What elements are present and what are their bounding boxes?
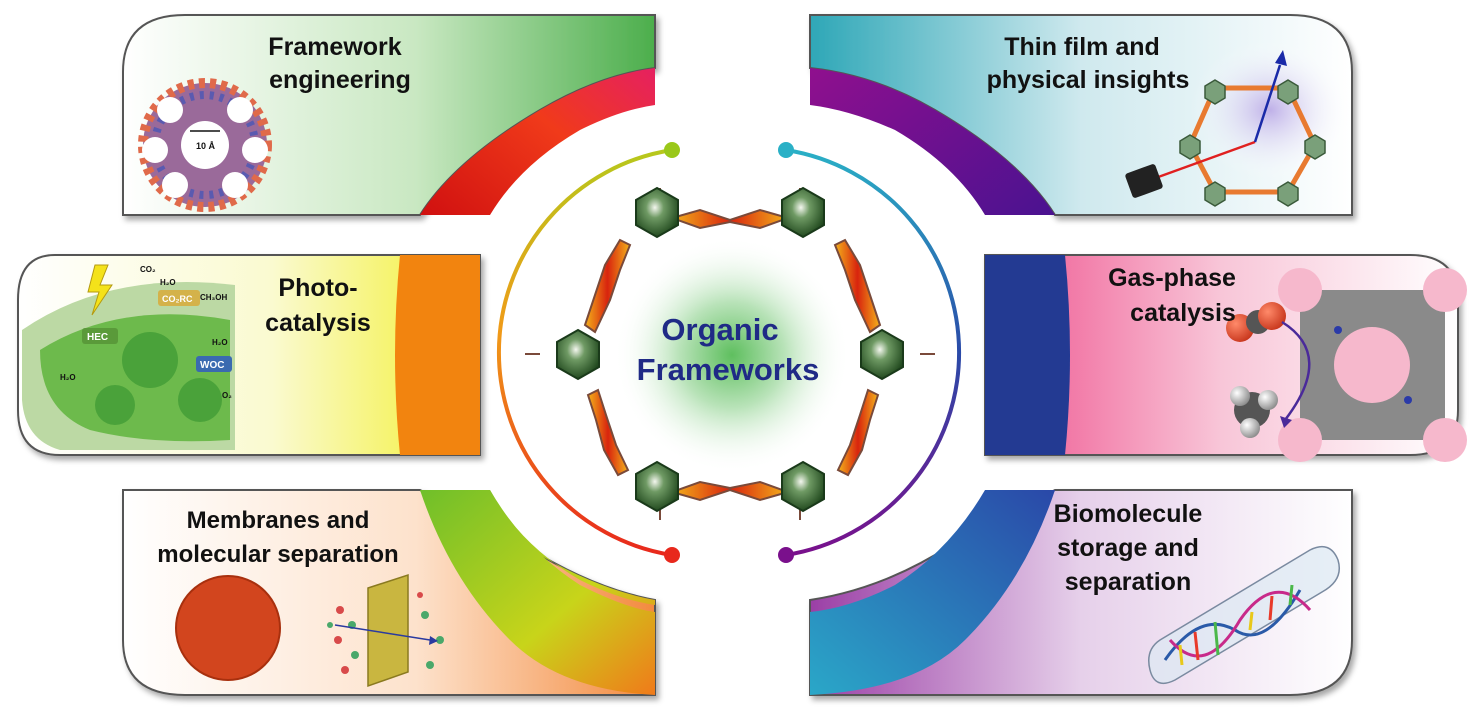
center-hub: Organic Frameworks [497,142,961,563]
o2-label: O₂ [222,391,232,400]
h2o-label-left: H₂O [60,373,76,382]
panel-title-line2: molecular separation [157,541,398,568]
panel-photocatalysis: HEC WOC CO₂RC CO₂ H₂O CH₃OH H₂O H₂O O₂ P… [17,254,481,456]
ch3oh-label: CH₃OH [200,293,227,302]
membrane-disc [175,575,281,681]
panel-title-line2: engineering [269,66,411,94]
center-title-line2: Frameworks [637,352,820,387]
ring-arc-right [785,148,961,557]
panel-title-line2: storage and [1057,534,1199,562]
pore-size-label: 10 Å [196,141,216,151]
membrane-separation-illustration [327,573,444,688]
panel-arc [810,490,1055,695]
panel-title-line1: Gas-phase [1108,264,1236,292]
panel-title-line1: Photo- [278,274,357,302]
ring-dot-bottom-right [778,547,794,563]
h2o-label-right: H₂O [212,338,228,347]
ring-dot-top-left [664,142,680,158]
panel-title-line1: Thin film and [1004,33,1160,61]
hec-label: HEC [87,332,108,343]
node-hexagon [781,186,825,239]
panel-title-line2: catalysis [1130,299,1236,327]
panel-title-line1: Framework [268,33,401,61]
photocatalysis-leaf-illustration: HEC WOC CO₂RC CO₂ H₂O CH₃OH H₂O H₂O O₂ [22,264,235,450]
node-hexagon [556,328,600,381]
ring-dot-top-right [778,142,794,158]
h2o-label-top: H₂O [160,278,176,287]
panel-thin-film: Thin film and physical insights [809,14,1353,216]
center-title-line1: Organic [661,312,778,347]
panel-framework-engineering: 10 Å Framework engineering [122,14,656,216]
thin-film-ring-illustration [1125,50,1326,207]
panel-arc [395,255,480,455]
mof-pore-illustration: 10 Å [138,78,272,212]
panel-arc [985,255,1070,455]
panel-title-line3: separation [1065,568,1191,596]
gas-phase-illustration [1226,268,1467,462]
panel-title-line1: Biomolecule [1054,500,1203,528]
panel-gas-phase: Gas-phase catalysis [984,254,1467,462]
panel-arc [810,15,1055,215]
node-hexagon [635,460,679,513]
woc-label: WOC [200,360,224,371]
ring-dot-bottom-left [664,547,680,563]
center-glow [614,237,850,473]
node-hexagon [860,328,904,381]
panel-title-line2: physical insights [987,66,1190,94]
dna-tube-illustration [1148,545,1340,685]
panel-title-line2: catalysis [265,309,371,337]
co2-label: CO₂ [140,265,156,274]
ring-arc-left [497,148,673,557]
co2rc-label: CO₂RC [162,294,193,304]
panel-arc [420,15,655,215]
panel-membranes: Membranes and molecular separation [122,489,656,696]
node-hexagon [781,460,825,513]
panel-arc-fill [420,490,655,695]
panel-biomolecule: Biomolecule storage and separation [809,489,1353,696]
framework-nodes [556,186,904,513]
node-hexagon [635,186,679,239]
panel-title-line1: Membranes and [187,507,370,534]
